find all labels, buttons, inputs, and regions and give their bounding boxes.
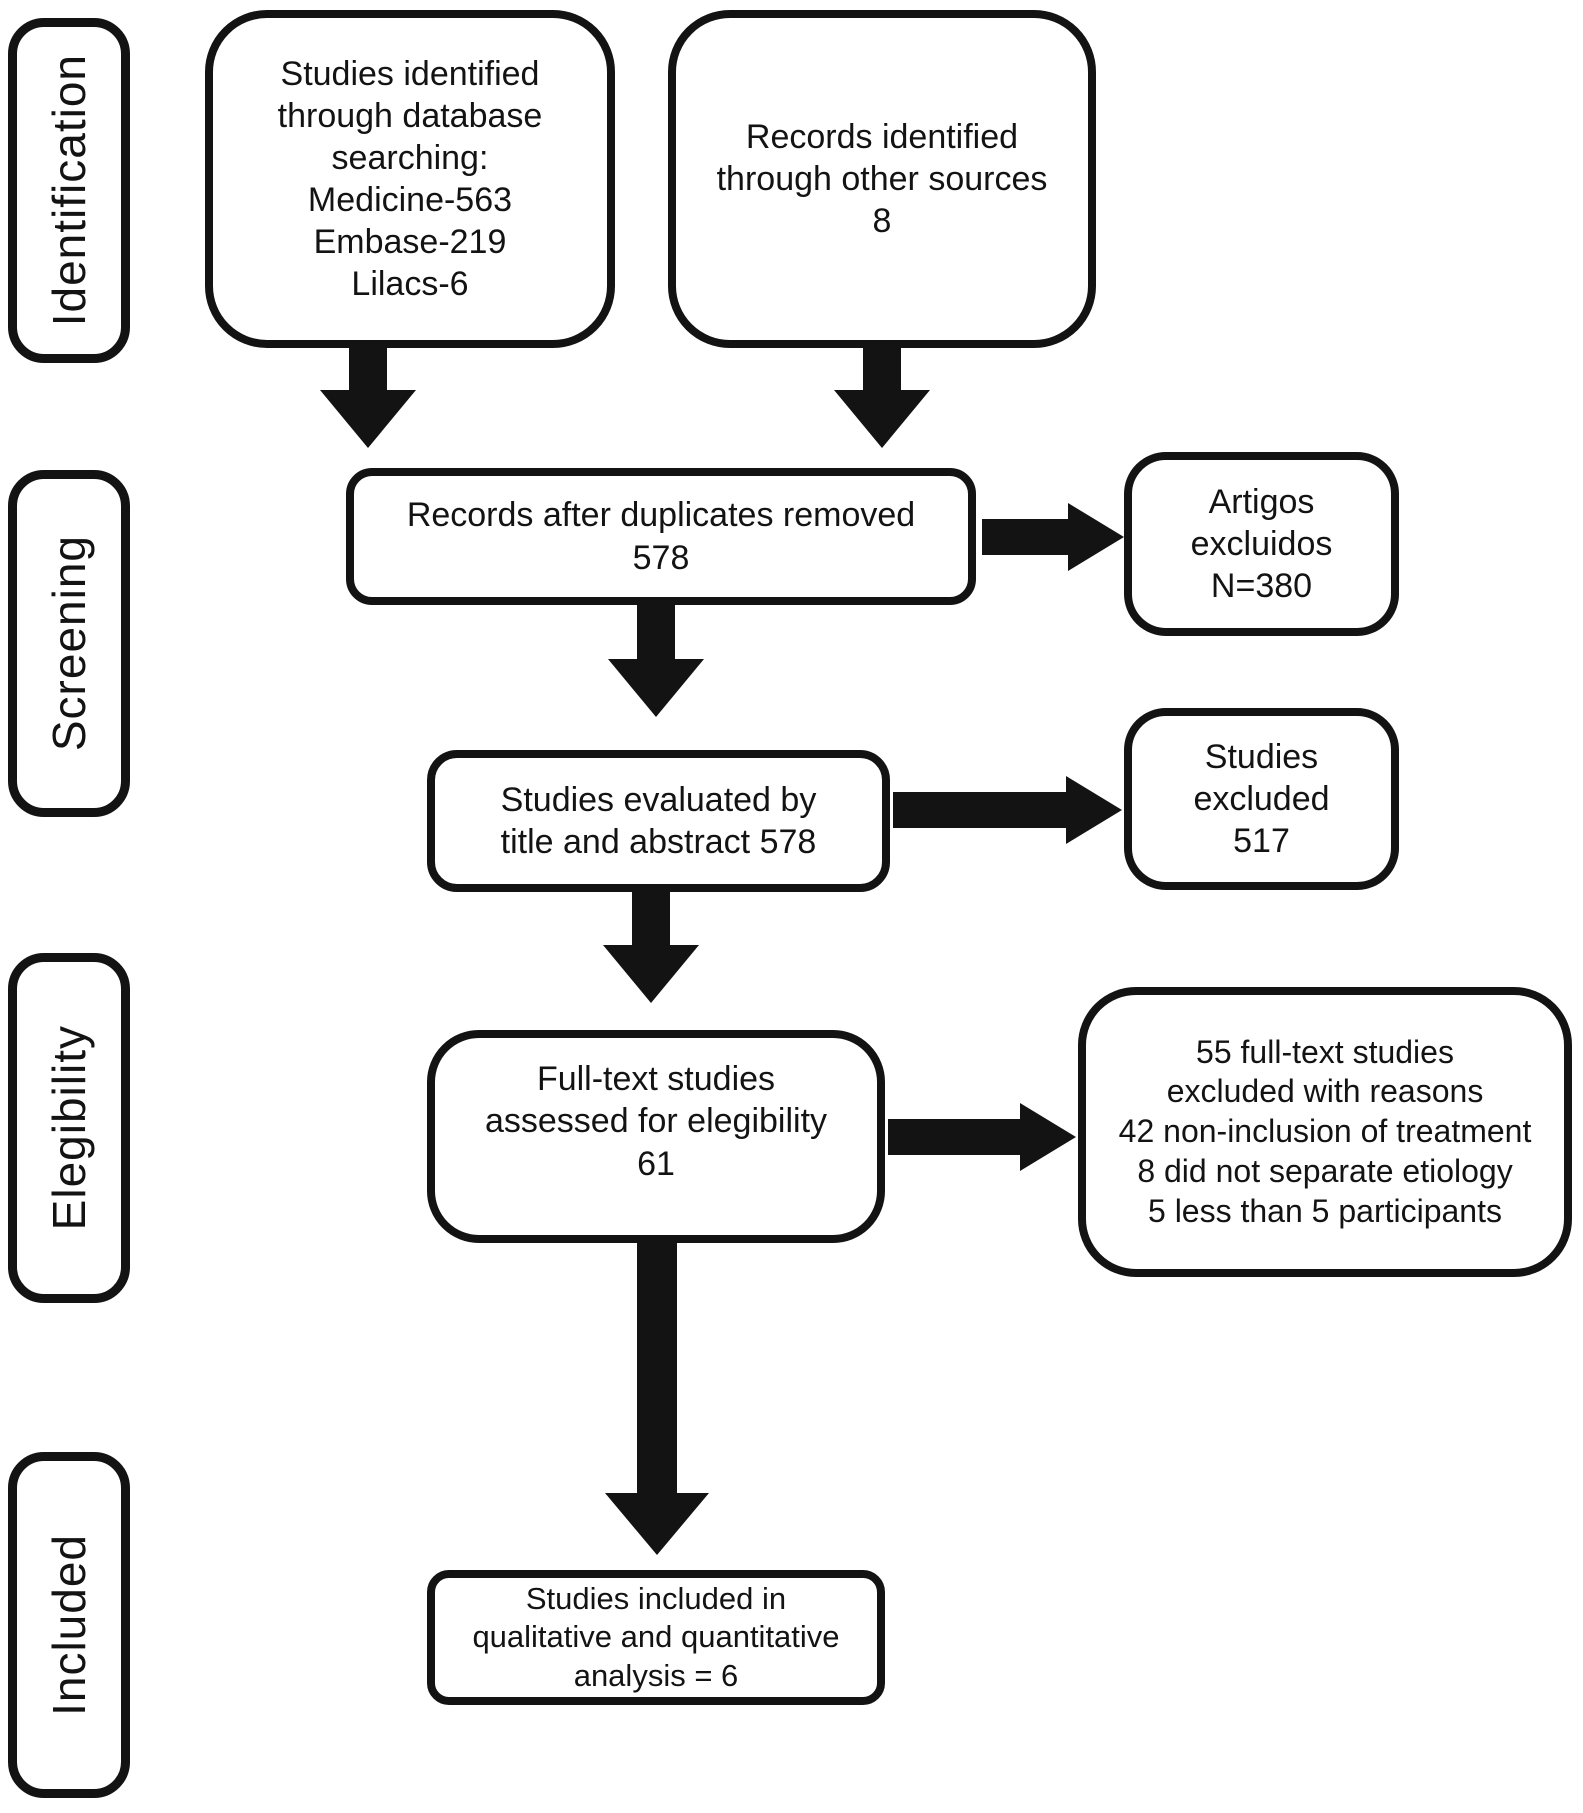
node-title-abstract-evaluated-text: Studies evaluated by title and abstract … (500, 780, 817, 861)
stage-screening-label: Screening (43, 535, 95, 752)
arrow-shaft (349, 346, 387, 390)
arrow-shaft (893, 792, 1066, 828)
arrow-right-title-abstract-to-excluded-icon (893, 776, 1122, 844)
arrow-head (603, 945, 699, 1003)
stage-eligibility-label: Elegibility (43, 1025, 95, 1231)
stage-included: Included (8, 1452, 130, 1798)
node-studies-excluded: Studies excluded 517 (1124, 708, 1399, 890)
stage-identification-label: Identification (43, 54, 95, 327)
node-database-search-text: Studies identified through database sear… (277, 54, 543, 304)
node-other-sources-text: Records identified through other sources… (716, 117, 1048, 241)
stage-identification: Identification (8, 18, 130, 363)
node-fulltext-excluded-reasons-text: 55 full-text studies excluded with reaso… (1118, 1033, 1532, 1229)
arrow-head (1066, 776, 1122, 844)
node-fulltext-assessed-text: Full-text studies assessed for elegibili… (484, 1060, 828, 1183)
node-fulltext-assessed: Full-text studies assessed for elegibili… (427, 1030, 885, 1243)
arrow-down-other-sources-to-duplicates-icon (834, 346, 930, 448)
arrow-shaft (863, 346, 901, 390)
arrow-head (320, 390, 416, 448)
node-artigos-excluidos-text: Artigos excluidos N=380 (1190, 482, 1333, 606)
arrow-right-duplicates-to-artigos-icon (982, 503, 1124, 571)
arrow-shaft (632, 892, 670, 945)
arrow-down-database-to-duplicates-icon (320, 346, 416, 448)
arrow-shaft (982, 519, 1068, 555)
arrow-head (834, 390, 930, 448)
arrow-shaft (888, 1119, 1020, 1155)
node-fulltext-excluded-reasons: 55 full-text studies excluded with reaso… (1078, 987, 1572, 1277)
stage-screening: Screening (8, 470, 130, 817)
arrow-shaft (637, 1243, 677, 1493)
stage-eligibility: Elegibility (8, 953, 130, 1303)
node-title-abstract-evaluated: Studies evaluated by title and abstract … (427, 750, 890, 892)
arrow-head (1068, 503, 1124, 571)
arrow-right-fulltext-to-reasons-icon (888, 1103, 1076, 1171)
arrow-down-duplicates-to-title-abstract-icon (608, 605, 704, 717)
stage-included-label: Included (43, 1534, 95, 1716)
node-included-analysis: Studies included in qualitative and quan… (427, 1570, 885, 1705)
node-after-duplicates-text: Records after duplicates removed 578 (406, 496, 916, 577)
arrow-down-title-abstract-to-fulltext-icon (603, 892, 699, 1003)
arrow-down-fulltext-to-included-icon (605, 1243, 709, 1555)
arrow-head (605, 1493, 709, 1555)
node-included-analysis-text: Studies included in qualitative and quan… (472, 1580, 840, 1693)
node-after-duplicates: Records after duplicates removed 578 (346, 468, 976, 605)
arrow-head (608, 659, 704, 717)
node-studies-excluded-text: Studies excluded 517 (1193, 737, 1330, 861)
arrow-head (1020, 1103, 1076, 1171)
node-database-search: Studies identified through database sear… (205, 10, 615, 348)
node-artigos-excluidos: Artigos excluidos N=380 (1124, 452, 1399, 636)
arrow-shaft (637, 605, 675, 659)
node-other-sources: Records identified through other sources… (668, 10, 1096, 348)
